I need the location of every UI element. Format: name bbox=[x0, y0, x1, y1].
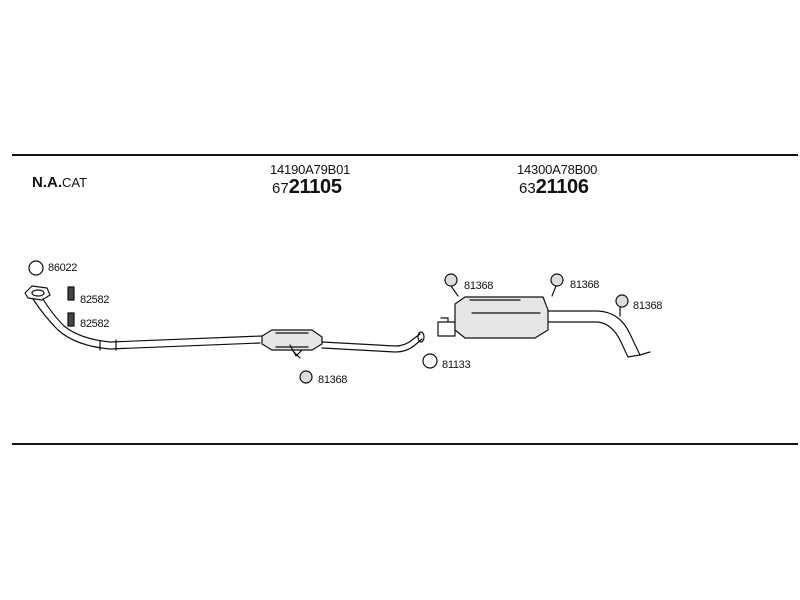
rear-muffler-part-prefix: 63 bbox=[519, 180, 536, 197]
front-downpipe-upper bbox=[32, 298, 261, 350]
front-downpipe-lower bbox=[42, 298, 263, 343]
callout-bolt-b: 82582 bbox=[80, 318, 110, 330]
variant-strong: N.A. bbox=[32, 174, 62, 191]
gasket-ring-rear bbox=[422, 353, 438, 369]
tail-pipe-upper bbox=[547, 310, 651, 356]
gasket-ring-front bbox=[28, 260, 44, 276]
callout-bolt-a: 82582 bbox=[80, 294, 110, 306]
hanger-rear-b bbox=[550, 273, 564, 287]
front-pipe-part-number: 6721105 bbox=[272, 176, 342, 199]
callout-gasket-rear: 81133 bbox=[442, 359, 471, 371]
callout-hanger-center: 81368 bbox=[318, 374, 348, 386]
callout-hanger-rear-b: 81368 bbox=[570, 279, 600, 291]
catalytic-converter bbox=[261, 329, 323, 351]
rear-muffler-oem-number: 14300A78B00 bbox=[517, 162, 598, 177]
rear-muffler-part-number: 6321106 bbox=[519, 176, 589, 199]
top-divider bbox=[12, 154, 798, 156]
front-pipe-part-prefix: 67 bbox=[272, 180, 289, 197]
bottom-divider bbox=[12, 443, 798, 445]
front-pipe-part-main: 21105 bbox=[288, 176, 342, 198]
engine-variant: N.A.CAT bbox=[32, 174, 87, 191]
variant-rest: CAT bbox=[62, 175, 88, 190]
front-pipe-oem-number: 14190A79B01 bbox=[270, 162, 351, 177]
hanger-rear-a bbox=[444, 273, 458, 287]
rear-muffler bbox=[454, 296, 549, 339]
callout-hanger-rear-a: 81368 bbox=[464, 280, 494, 292]
hanger-center bbox=[299, 370, 313, 384]
hanger-rear-c bbox=[615, 294, 629, 308]
rear-inlet-pipe bbox=[437, 321, 456, 337]
callout-hanger-rear-c: 81368 bbox=[633, 300, 663, 312]
bolt-b bbox=[67, 312, 75, 327]
mid-pipe-upper bbox=[321, 333, 421, 347]
manifold-flange bbox=[24, 285, 51, 301]
callout-gasket-front: 86022 bbox=[48, 262, 78, 274]
rear-muffler-part-main: 21106 bbox=[535, 176, 589, 198]
bolt-a bbox=[67, 286, 75, 301]
